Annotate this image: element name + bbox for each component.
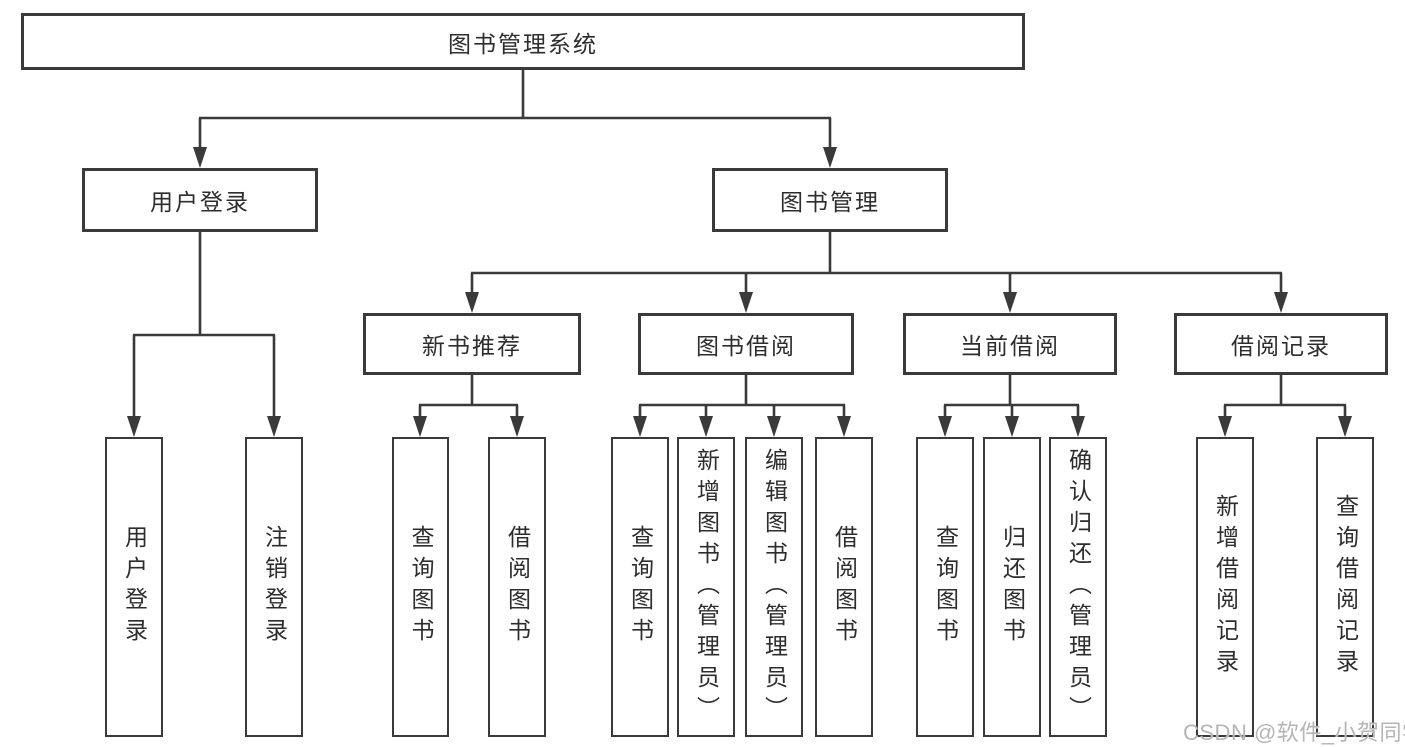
leaf-query-books-borrowing: 查询图书: [611, 437, 669, 737]
leaf-label: 注销登录: [261, 525, 288, 649]
node-root-library-system: 图书管理系统: [21, 13, 1025, 70]
arrowhead: [938, 416, 952, 437]
leaf-label: 新增借阅记录: [1212, 494, 1239, 680]
arrowhead: [510, 416, 524, 437]
arrowhead: [267, 416, 281, 437]
connector-new-book-rec-to-leaves: [418, 375, 519, 418]
arrowhead: [1071, 416, 1085, 437]
leaf-label: 查询图书: [408, 525, 434, 649]
node-book-management: 图书管理: [712, 168, 948, 232]
node-book-borrowing: 图书借阅: [638, 313, 854, 375]
leaf-logout: 注销登录: [245, 437, 303, 737]
leaf-borrow-books-borrowing: 借阅图书: [815, 437, 873, 737]
arrowhead: [465, 292, 479, 313]
node-user-login: 用户登录: [82, 168, 318, 232]
arrowhead: [767, 416, 781, 437]
connector-root-to-level2: [198, 70, 832, 150]
node-borrow-records: 借阅记录: [1174, 313, 1388, 375]
leaf-label: 查询借阅记录: [1332, 494, 1359, 680]
leaf-confirm-return-admin: 确认归还（管理员）: [1049, 437, 1107, 737]
arrowhead: [739, 292, 753, 313]
arrowhead: [1218, 416, 1232, 437]
arrowhead: [1003, 292, 1017, 313]
arrowhead: [127, 416, 141, 437]
node-book-borrowing-label: 图书借阅: [696, 333, 796, 359]
arrowhead-layer: [127, 147, 1352, 437]
leaf-label: 确认归还（管理员）: [1065, 447, 1092, 727]
connector-user-login-to-leaves: [132, 232, 276, 418]
leaf-user-login: 用户登录: [105, 437, 163, 737]
leaf-label: 借阅图书: [831, 525, 858, 649]
arrowhead: [1338, 416, 1352, 437]
node-book-management-label: 图书管理: [780, 189, 880, 215]
arrowhead: [1274, 292, 1288, 313]
arrowhead: [633, 416, 647, 437]
leaf-label: 借阅图书: [504, 525, 531, 649]
arrowhead: [1005, 416, 1019, 437]
arrowhead: [699, 416, 713, 437]
leaf-label: 编辑图书（管理员）: [761, 447, 788, 727]
leaf-add-borrow-record: 新增借阅记录: [1196, 437, 1254, 737]
arrowhead: [837, 416, 851, 437]
arrowhead: [193, 147, 207, 168]
connector-book-mgmt-to-level3: [470, 232, 1283, 295]
arrowhead: [413, 416, 427, 437]
leaf-label: 归还图书: [999, 525, 1026, 649]
node-new-book-recommend-label: 新书推荐: [422, 333, 522, 359]
connector-borrow-record-to-leaves: [1223, 375, 1347, 418]
csdn-watermark: CSDN @软件_小贺同学: [1183, 720, 1405, 745]
leaf-borrow-books-newrec: 借阅图书: [488, 437, 546, 737]
node-root-label: 图书管理系统: [448, 30, 598, 57]
node-current-borrowing: 当前借阅: [903, 313, 1117, 375]
connector-current-borrow-to-leaves: [943, 375, 1080, 418]
node-new-book-recommend: 新书推荐: [363, 313, 581, 375]
leaf-return-book: 归还图书: [983, 437, 1041, 737]
node-current-borrowing-label: 当前借阅: [960, 333, 1060, 359]
node-borrow-records-label: 借阅记录: [1231, 333, 1331, 359]
leaf-add-book-admin: 新增图书（管理员）: [677, 437, 735, 737]
node-user-login-label: 用户登录: [150, 189, 250, 215]
leaf-query-books-newrec: 查询图书: [392, 437, 449, 737]
leaf-query-books-current: 查询图书: [916, 437, 974, 737]
leaf-query-borrow-record: 查询借阅记录: [1316, 437, 1374, 737]
arrowhead: [823, 147, 837, 168]
leaf-label: 新增图书（管理员）: [693, 447, 720, 727]
leaf-label: 用户登录: [121, 525, 148, 649]
leaf-edit-book-admin: 编辑图书（管理员）: [745, 437, 803, 737]
leaf-label: 查询图书: [627, 525, 654, 649]
connector-book-borrow-to-leaves: [638, 375, 846, 418]
leaf-label: 查询图书: [932, 525, 959, 649]
